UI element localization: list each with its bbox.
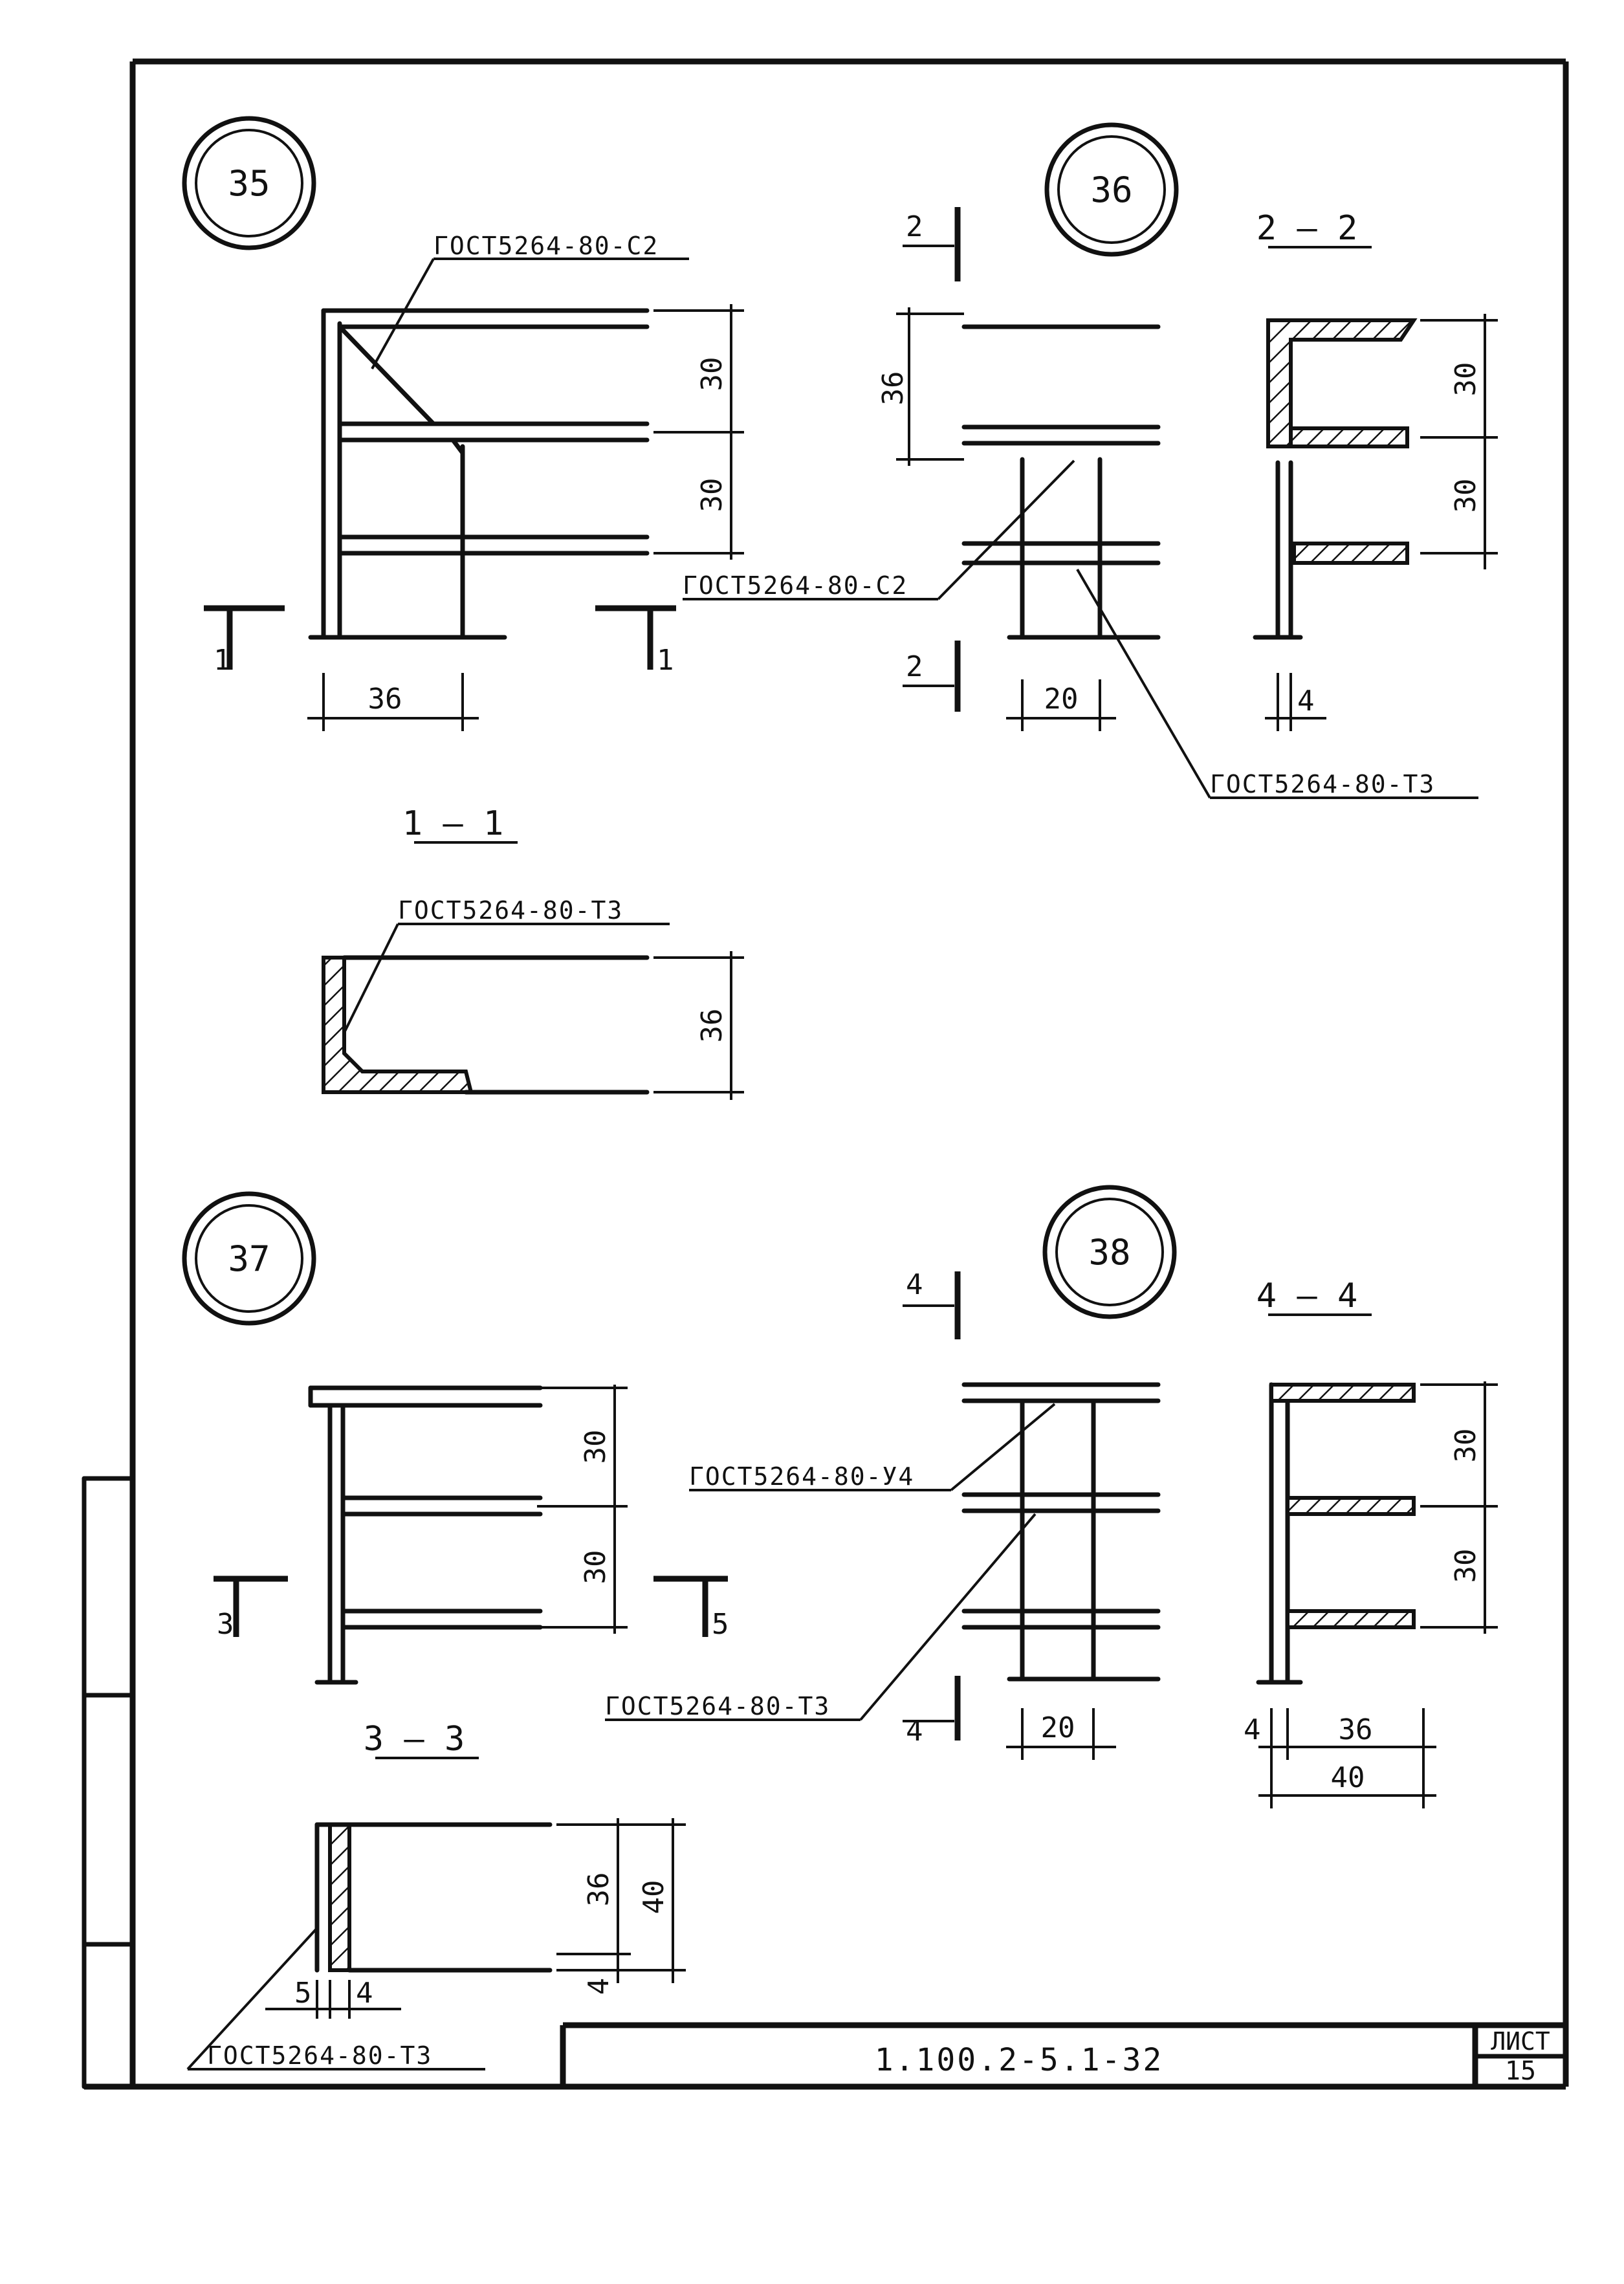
- detail-number-35: 35: [182, 116, 316, 250]
- section-mark-2-top: 2: [903, 207, 961, 281]
- section-mark-4-top: 4: [903, 1268, 961, 1339]
- svg-text:20: 20: [1044, 683, 1079, 716]
- title-block: 1.100.2-5.1-32 ЛИСТ 15: [560, 2022, 1568, 2087]
- svg-text:30: 30: [1449, 479, 1482, 513]
- weld-label-35-c2: ГОСТ5264-80-С2: [433, 232, 659, 260]
- section-title-1-1: 1 — 1: [402, 804, 504, 843]
- weld-label-36-t3: ГОСТ5264-80-Т3: [1210, 770, 1435, 798]
- svg-text:37: 37: [228, 1238, 270, 1279]
- detail-37: 37 30 30 3 5: [182, 1191, 729, 1685]
- document-code: 1.100.2-5.1-32: [875, 2042, 1164, 2078]
- weld-label-1-1: ГОСТ5264-80-Т3: [398, 896, 623, 925]
- svg-text:4: 4: [906, 1268, 923, 1301]
- detail-36: 36 2 2 36 20 ГОСТ5264-80-С2: [683, 122, 1478, 799]
- svg-text:30: 30: [579, 1430, 612, 1464]
- svg-text:40: 40: [637, 1880, 670, 1915]
- svg-text:4: 4: [1297, 685, 1315, 718]
- svg-text:30: 30: [1449, 362, 1482, 397]
- svg-text:30: 30: [1449, 1429, 1482, 1463]
- sheet-label: ЛИСТ: [1491, 2027, 1550, 2056]
- detail-35: 35 ГОСТ5264-80-С2 30 30 36: [182, 116, 744, 731]
- svg-text:1: 1: [214, 644, 231, 677]
- detail-number-36: 36: [1044, 122, 1179, 257]
- svg-text:4: 4: [1244, 1713, 1261, 1746]
- sheet-number: 15: [1505, 2056, 1536, 2086]
- section-4-4: 4 — 4 30 30 4 36 40: [1244, 1277, 1498, 1808]
- svg-text:30: 30: [579, 1550, 612, 1585]
- svg-text:30: 30: [696, 357, 729, 391]
- section-title-2-2: 2 — 2: [1256, 209, 1358, 248]
- section-3-3: 3 — 3 36 40 4 5 4 ГОСТ5264-80-Т3: [186, 1720, 686, 2070]
- weld-label-38-y4: ГОСТ5264-80-У4: [689, 1462, 914, 1491]
- svg-text:36: 36: [368, 683, 402, 716]
- section-mark-1-right: 1: [595, 605, 676, 677]
- svg-text:4: 4: [356, 1977, 373, 2010]
- svg-text:36: 36: [1339, 1713, 1373, 1746]
- detail-38: 38 4 4 20 ГОСТ5264-80-У4 ГОСТ5264-80-Т3: [605, 1185, 1177, 1760]
- section-title-4-4: 4 — 4: [1256, 1277, 1358, 1315]
- section-mark-2-bottom: 2: [903, 641, 961, 712]
- svg-text:38: 38: [1088, 1232, 1130, 1273]
- weld-label-36-c2: ГОСТ5264-80-С2: [683, 571, 908, 600]
- svg-text:4: 4: [906, 1715, 923, 1748]
- section-mark-4-bottom: 4: [903, 1676, 961, 1748]
- sheet-frame: [82, 58, 1569, 2090]
- section-title-3-3: 3 — 3: [364, 1720, 465, 1759]
- svg-text:2: 2: [906, 210, 923, 243]
- section-mark-1-left: 1: [204, 605, 285, 677]
- svg-text:5: 5: [712, 1608, 729, 1641]
- svg-text:40: 40: [1331, 1761, 1365, 1794]
- svg-text:20: 20: [1041, 1711, 1075, 1744]
- svg-text:1: 1: [657, 644, 674, 677]
- svg-text:36: 36: [582, 1872, 615, 1907]
- svg-text:30: 30: [1449, 1549, 1482, 1583]
- svg-text:36: 36: [1090, 170, 1132, 210]
- section-1-1: 1 — 1 ГОСТ5264-80-Т3 36: [322, 804, 744, 1100]
- svg-text:36: 36: [877, 371, 910, 406]
- svg-text:5: 5: [294, 1977, 312, 2010]
- section-mark-3: 3: [214, 1576, 288, 1641]
- svg-text:36: 36: [696, 1009, 729, 1043]
- svg-text:35: 35: [228, 163, 270, 204]
- svg-text:2: 2: [906, 650, 923, 683]
- detail-number-38: 38: [1042, 1185, 1177, 1319]
- svg-text:3: 3: [217, 1608, 234, 1641]
- svg-text:4: 4: [582, 1978, 615, 1995]
- weld-label-38-t3: ГОСТ5264-80-Т3: [605, 1692, 830, 1720]
- section-2-2: 2 — 2 30 30 4: [1253, 209, 1498, 731]
- detail-number-37: 37: [182, 1191, 316, 1326]
- section-mark-5: 5: [653, 1576, 729, 1641]
- weld-label-3-3: ГОСТ5264-80-Т3: [207, 2041, 432, 2070]
- svg-text:30: 30: [696, 478, 729, 512]
